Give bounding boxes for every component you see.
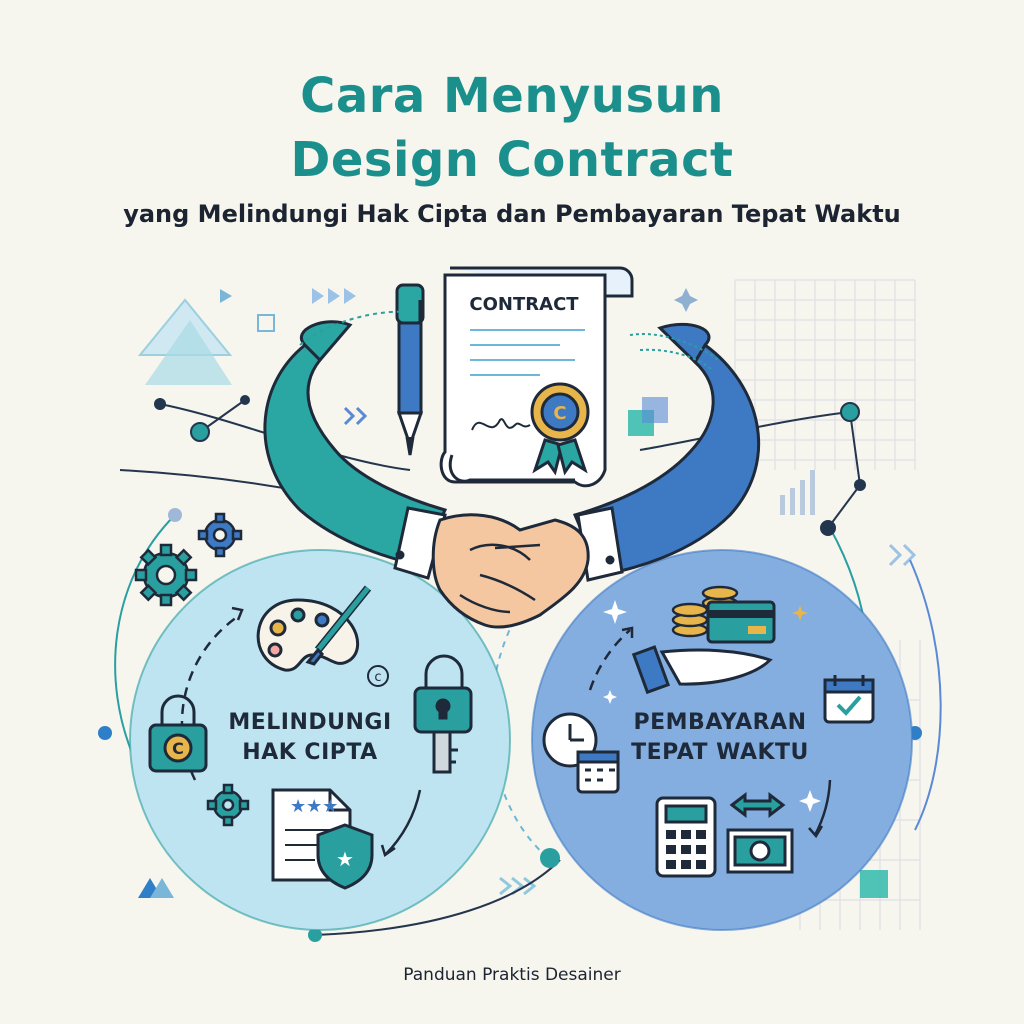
svg-text:C: C	[553, 403, 566, 424]
shield-icon: ★	[316, 823, 374, 890]
right-circle-label: PEMBAYARAN TEPAT WAKTU	[600, 708, 840, 768]
left-label-line-2: HAK CIPTA	[242, 740, 378, 765]
gear-icon	[134, 512, 243, 607]
clock-icon	[542, 712, 620, 794]
svg-text:★★★: ★★★	[290, 796, 338, 817]
subtitle: yang Melindungi Hak Cipta dan Pembayaran…	[123, 200, 901, 228]
calendar-icon	[823, 675, 875, 724]
svg-text:c: c	[374, 670, 381, 685]
gear-icon	[206, 783, 250, 827]
copyright-icon: c	[367, 665, 389, 687]
seal-icon: C	[530, 382, 590, 476]
contract-label: CONTRACT	[469, 294, 579, 315]
motion-lines	[299, 310, 719, 371]
title-line-2: Design Contract	[290, 132, 734, 188]
svg-text:C: C	[172, 739, 184, 758]
svg-text:★: ★	[336, 847, 354, 871]
left-circle	[130, 550, 510, 930]
handshake-icon	[263, 320, 761, 629]
right-label-line-1: PEMBAYARAN	[633, 710, 807, 735]
credit-card-icon	[706, 600, 776, 644]
footer-text: Panduan Praktis Desainer	[403, 965, 621, 985]
key-icon	[413, 654, 473, 774]
title-line-1: Cara Menyusun	[300, 68, 724, 124]
pen-icon	[395, 283, 425, 456]
padlock-icon: C	[148, 694, 208, 773]
left-label-line-1: MELINDUNGI	[228, 710, 392, 735]
right-label-line-2: TEPAT WAKTU	[631, 740, 809, 765]
hand-icon	[631, 645, 773, 695]
exchange-arrows-icon	[729, 791, 786, 819]
banknote-icon	[726, 828, 794, 874]
sparkles	[603, 600, 821, 812]
left-circle-label: MELINDUNGI HAK CIPTA	[205, 708, 415, 768]
calculator-icon	[655, 796, 717, 878]
palette-icon	[256, 585, 372, 672]
